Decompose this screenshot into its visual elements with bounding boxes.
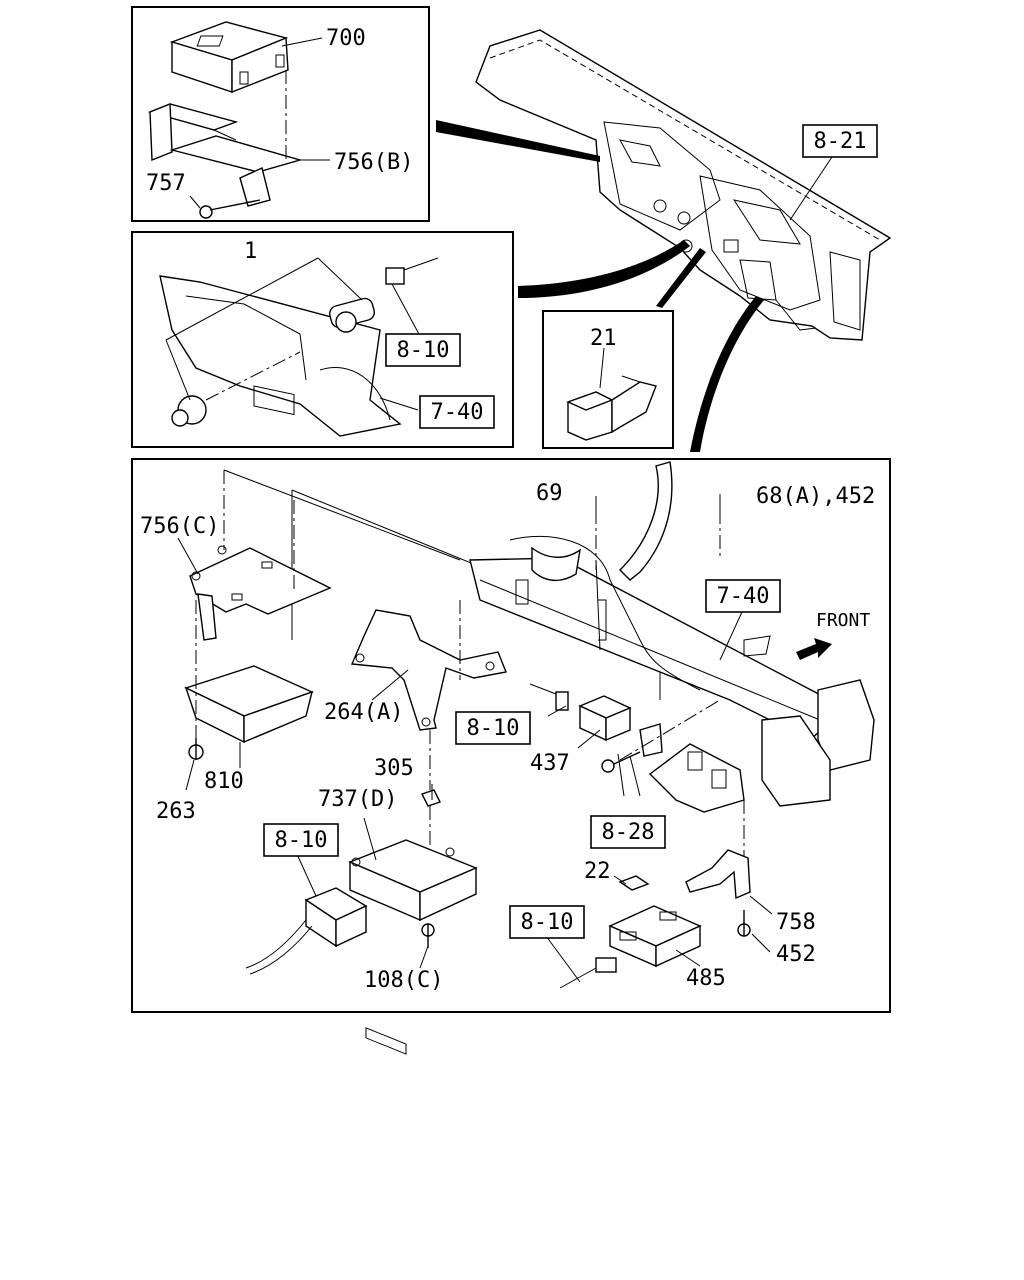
ref-box-7-40-lower[interactable]: 7-40	[705, 579, 781, 613]
unit-485-drawing	[559, 905, 702, 989]
harness-connector-drawing	[245, 887, 368, 975]
pointer-band-lower	[690, 296, 764, 452]
svg-text:8-10: 8-10	[521, 910, 574, 935]
svg-text:7-40: 7-40	[431, 400, 484, 425]
svg-text:8-10: 8-10	[397, 338, 450, 363]
control-unit-700-drawing	[169, 21, 289, 94]
callout-757: 757	[146, 171, 186, 196]
front-label: FRONT	[816, 610, 870, 631]
panel-lighter	[131, 231, 514, 448]
callout-737d: 737(D)	[318, 787, 397, 812]
ref-box-7-40-upper[interactable]: 7-40	[419, 395, 495, 429]
callout-437: 437	[530, 751, 570, 776]
bracket-264a-drawing	[350, 609, 507, 731]
pointer-band-switch	[656, 248, 706, 308]
callout-700: 700	[326, 26, 366, 51]
trim-panel-drawing	[159, 275, 402, 437]
panel-lower-assembly	[131, 458, 891, 1055]
callout-485: 485	[686, 966, 726, 991]
panel-control-unit	[131, 6, 430, 222]
svg-text:8-10: 8-10	[275, 828, 328, 853]
unit-810-drawing	[184, 665, 314, 744]
nut-305-drawing	[421, 789, 441, 807]
relay-bracket-drawing	[601, 723, 745, 813]
lighter-knob-drawing	[171, 395, 207, 427]
screw-757-drawing	[199, 199, 261, 219]
callout-264a: 264(A)	[324, 700, 403, 725]
ref-box-8-28[interactable]: 8-28	[590, 815, 666, 849]
callout-810: 810	[204, 769, 244, 794]
callout-756b: 756(B)	[334, 150, 413, 175]
callout-108c: 108(C)	[364, 968, 443, 993]
front-arrow-icon	[796, 638, 832, 660]
pointer-band-lighter	[518, 240, 690, 298]
callout-1: 1	[244, 239, 257, 264]
ref-box-8-21[interactable]: 8-21	[802, 124, 878, 158]
callout-452: 452	[776, 942, 816, 967]
callout-756c: 756(C)	[140, 514, 219, 539]
dashboard-overview	[475, 29, 892, 341]
svg-text:8-28: 8-28	[602, 820, 655, 845]
svg-text:8-21: 8-21	[814, 129, 867, 154]
panel-switch	[542, 310, 674, 449]
pointer-band-700	[436, 120, 600, 162]
switch-21-drawing	[566, 375, 657, 441]
switch-drawing	[329, 257, 439, 333]
bracket-756b-drawing	[147, 102, 303, 207]
callout-758: 758	[776, 910, 816, 935]
module-737d-drawing	[348, 839, 478, 1055]
ref-box-8-10-upper[interactable]: 8-10	[385, 333, 461, 367]
relay-437-drawing	[529, 683, 632, 742]
ref-box-8-10-lower[interactable]: 8-10	[509, 905, 585, 939]
ref-box-8-10-left[interactable]: 8-10	[263, 823, 339, 857]
ref-box-8-10-middle[interactable]: 8-10	[455, 711, 531, 745]
bracket-756c-drawing	[189, 545, 332, 641]
callout-21: 21	[590, 326, 617, 351]
callout-305: 305	[374, 756, 414, 781]
screw-263-drawing	[188, 738, 204, 760]
svg-text:7-40: 7-40	[717, 584, 770, 609]
callout-69: 69	[536, 481, 563, 506]
bolt-108c-drawing	[421, 923, 435, 948]
bracket-758-drawing	[685, 849, 751, 900]
cross-beam-drawing	[469, 461, 875, 807]
callout-22: 22	[584, 859, 611, 884]
bolt-452-drawing	[737, 910, 751, 937]
pad-22-drawing	[618, 875, 650, 891]
callout-263: 263	[156, 799, 196, 824]
callout-68a-452: 68(A),452	[756, 484, 875, 509]
svg-text:8-10: 8-10	[467, 716, 520, 741]
